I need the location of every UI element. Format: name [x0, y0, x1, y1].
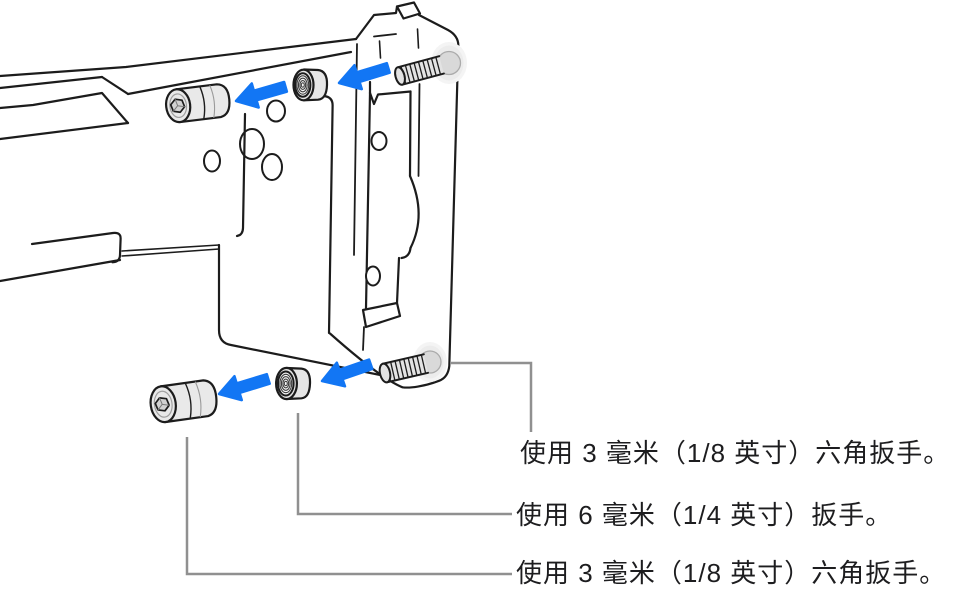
direction-arrows [217, 61, 391, 402]
left-arrow-icon [337, 61, 391, 91]
callout-line-cap [185, 437, 512, 576]
upper-cap-screw [164, 83, 231, 124]
bracket-tab-outline [354, 5, 399, 41]
slot-fold-stub [362, 326, 365, 351]
rail-lip-upper [0, 91, 130, 125]
lower-cap-screw [149, 379, 218, 424]
bracket-outer-edge [328, 13, 460, 389]
cap-face-ring [169, 93, 188, 119]
nut-threads [296, 75, 310, 95]
bracket-fold-line-right [416, 28, 420, 49]
cap-section-line [184, 383, 192, 419]
screw-shaft [394, 55, 445, 86]
rail-top-chamfer [100, 75, 130, 96]
nut-threads [279, 373, 293, 394]
left-arrow-icon [217, 372, 271, 402]
upper-standoff-nut [292, 68, 329, 102]
bracket-bend-line [417, 83, 421, 177]
lower-mounting-screw [378, 342, 447, 384]
slot-hole-lower [365, 265, 381, 287]
rail-top-front-edge [126, 50, 353, 96]
callout-line-standoff [296, 413, 512, 516]
callout-lines [185, 361, 533, 576]
rail-top-back-edge [0, 37, 358, 78]
hex-socket [169, 98, 186, 114]
slot-top-edge [368, 90, 412, 106]
lower-standoff-nut [275, 366, 312, 401]
slot-bump [408, 174, 420, 250]
callout-label-3: 使用 3 毫米（1/8 英寸）六角扳手。 [516, 558, 946, 588]
slot-fold-tab [361, 301, 402, 329]
rail-bottom-edge [0, 258, 122, 283]
rail-lip-lower [0, 121, 130, 141]
mount-bracket [328, 1, 460, 389]
slot-right-edge [408, 90, 412, 178]
rail-left [0, 37, 358, 283]
plate-right-edge [300, 94, 334, 335]
rail-top-second-edge [0, 75, 104, 90]
screw-shaft [378, 353, 430, 384]
cap-section-line-2 [194, 381, 202, 418]
plate-inner-edge [235, 112, 247, 238]
cap-face-ring [153, 390, 173, 418]
cap-section-line-2 [209, 85, 216, 118]
left-arrow-icon [234, 80, 289, 109]
bracket-fold-line-left [378, 40, 382, 59]
left-arrow-icon [320, 358, 374, 388]
slot-hole-upper [370, 131, 388, 151]
callout-line-screw [450, 361, 533, 432]
callout-label-2: 使用 6 毫米（1/4 英寸）扳手。 [516, 500, 892, 530]
callout-label-1: 使用 3 毫米（1/8 英寸）六角扳手。 [520, 438, 950, 468]
plate-hole-lower [261, 153, 283, 181]
rail-slide-tab [30, 231, 122, 264]
rail-hole [203, 149, 221, 173]
bracket-slot-plate [361, 80, 420, 351]
nut-hole [294, 72, 312, 98]
callout-labels: 使用 3 毫米（1/8 英寸）六角扳手。 使用 6 毫米（1/4 英寸）扳手。 … [516, 438, 950, 588]
bracket-tab-base [373, 33, 397, 38]
upper-mounting-screw [394, 42, 467, 86]
cap-section-line [199, 86, 206, 120]
slot-step [395, 246, 412, 305]
plate-hole-small [266, 99, 286, 123]
plate-left-edge-flange [217, 243, 392, 379]
bracket-hook-cap [395, 1, 422, 20]
rail-thin-gap-lines [121, 244, 220, 257]
hex-socket [154, 397, 171, 412]
plate-hole-large [239, 128, 265, 160]
